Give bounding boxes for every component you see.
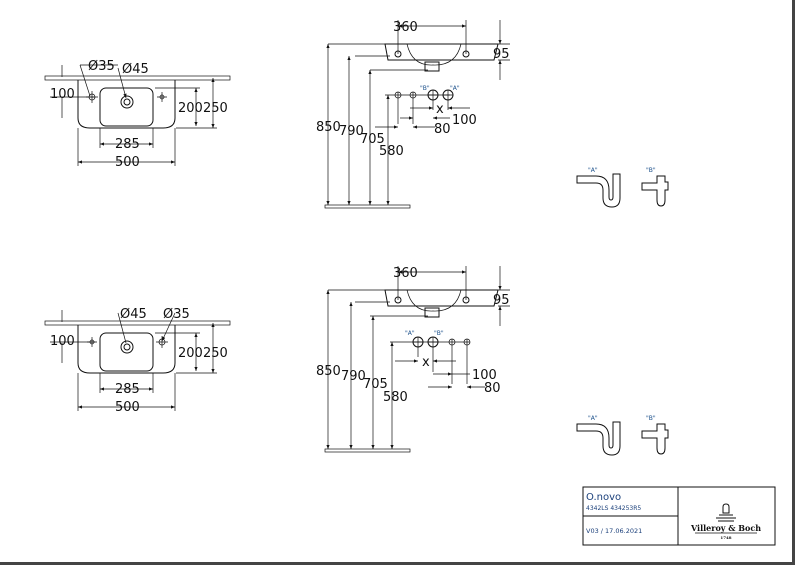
pipe-a [412,336,424,357]
x-label: x [436,102,444,117]
pipe-a [442,89,454,110]
basin-height-label: 95 [493,293,510,308]
pipe-small-1 [448,338,456,384]
depth-200-label: 200 [178,101,203,116]
pipe-small-2 [463,338,471,384]
height-790-label: 790 [341,369,366,384]
height-705-label: 705 [360,132,385,147]
offset-100-label: 100 [50,87,75,102]
basin-height-label: 95 [493,47,510,62]
siphon-a-icon-top: "A" [576,167,621,208]
width-500-label: 500 [115,400,140,415]
height-850-label: 850 [316,120,341,135]
pipe-b [427,89,439,110]
depth-200-label: 200 [178,346,203,361]
diameter-35-label: Ø35 [163,307,190,322]
pipe-b-label: "B" [434,330,444,337]
svg-text:"A": "A" [588,167,598,174]
plan-view-top: Ø35 Ø45 100 200 250 285 500 [44,59,231,170]
hole-spacing-label: 360 [393,20,418,35]
elevation-view-bottom: 360 95 850 790 705 580 "A" "B" x 100 80 [316,266,510,453]
height-790-label: 790 [339,124,364,139]
depth-250-label: 250 [203,101,228,116]
article-numbers: 4342LS 434253R5 [586,505,641,512]
distance-100-label: 100 [472,368,497,383]
distance-80-label: 80 [484,381,501,396]
height-850-label: 850 [316,364,341,379]
height-580-label: 580 [383,390,408,405]
depth-250-label: 250 [203,346,228,361]
distance-80-label: 80 [434,122,451,137]
pipe-a-label: "A" [450,85,460,92]
distance-100-label: 100 [452,113,477,128]
diameter-35-label: Ø35 [88,59,115,74]
title-block: O.novo 4342LS 434253R5 V03 / 17.06.2021 … [582,486,776,546]
width-285-label: 285 [115,382,140,397]
svg-text:Villeroy & Boch: Villeroy & Boch [690,523,761,533]
pipe-a-label: "A" [405,330,415,337]
siphon-a-icon-bottom: "A" [576,415,621,456]
siphon-b-icon-bottom: "B" [641,415,669,455]
pipe-b [427,336,439,372]
plan-view-bottom: Ø45 Ø35 100 200 250 285 500 [44,307,231,415]
elevation-view-top: 360 95 850 790 705 580 "B" "A" x 100 80 [316,20,510,209]
width-500-label: 500 [115,155,140,170]
svg-text:"A": "A" [588,415,598,422]
product-name: O.novo [586,492,621,503]
diameter-45-label: Ø45 [122,62,149,77]
pipe-b-label: "B" [420,85,430,92]
width-285-label: 285 [115,137,140,152]
height-705-label: 705 [363,377,388,392]
svg-text:1748: 1748 [720,535,731,540]
diameter-45-label: Ø45 [120,307,147,322]
page-bottom-edge [0,562,795,565]
hole-spacing-label: 360 [393,266,418,281]
x-label: x [422,355,430,370]
svg-text:"B": "B" [646,415,656,422]
offset-100-label: 100 [50,334,75,349]
pipe-small-1 [394,91,402,124]
siphon-b-icon-top: "B" [641,167,669,207]
height-580-label: 580 [379,144,404,159]
villeroy-boch-logo: Villeroy & Boch 1748 [690,503,761,540]
svg-text:"B": "B" [646,167,656,174]
page-right-edge [792,0,795,565]
version-date: V03 / 17.06.2021 [586,527,642,535]
